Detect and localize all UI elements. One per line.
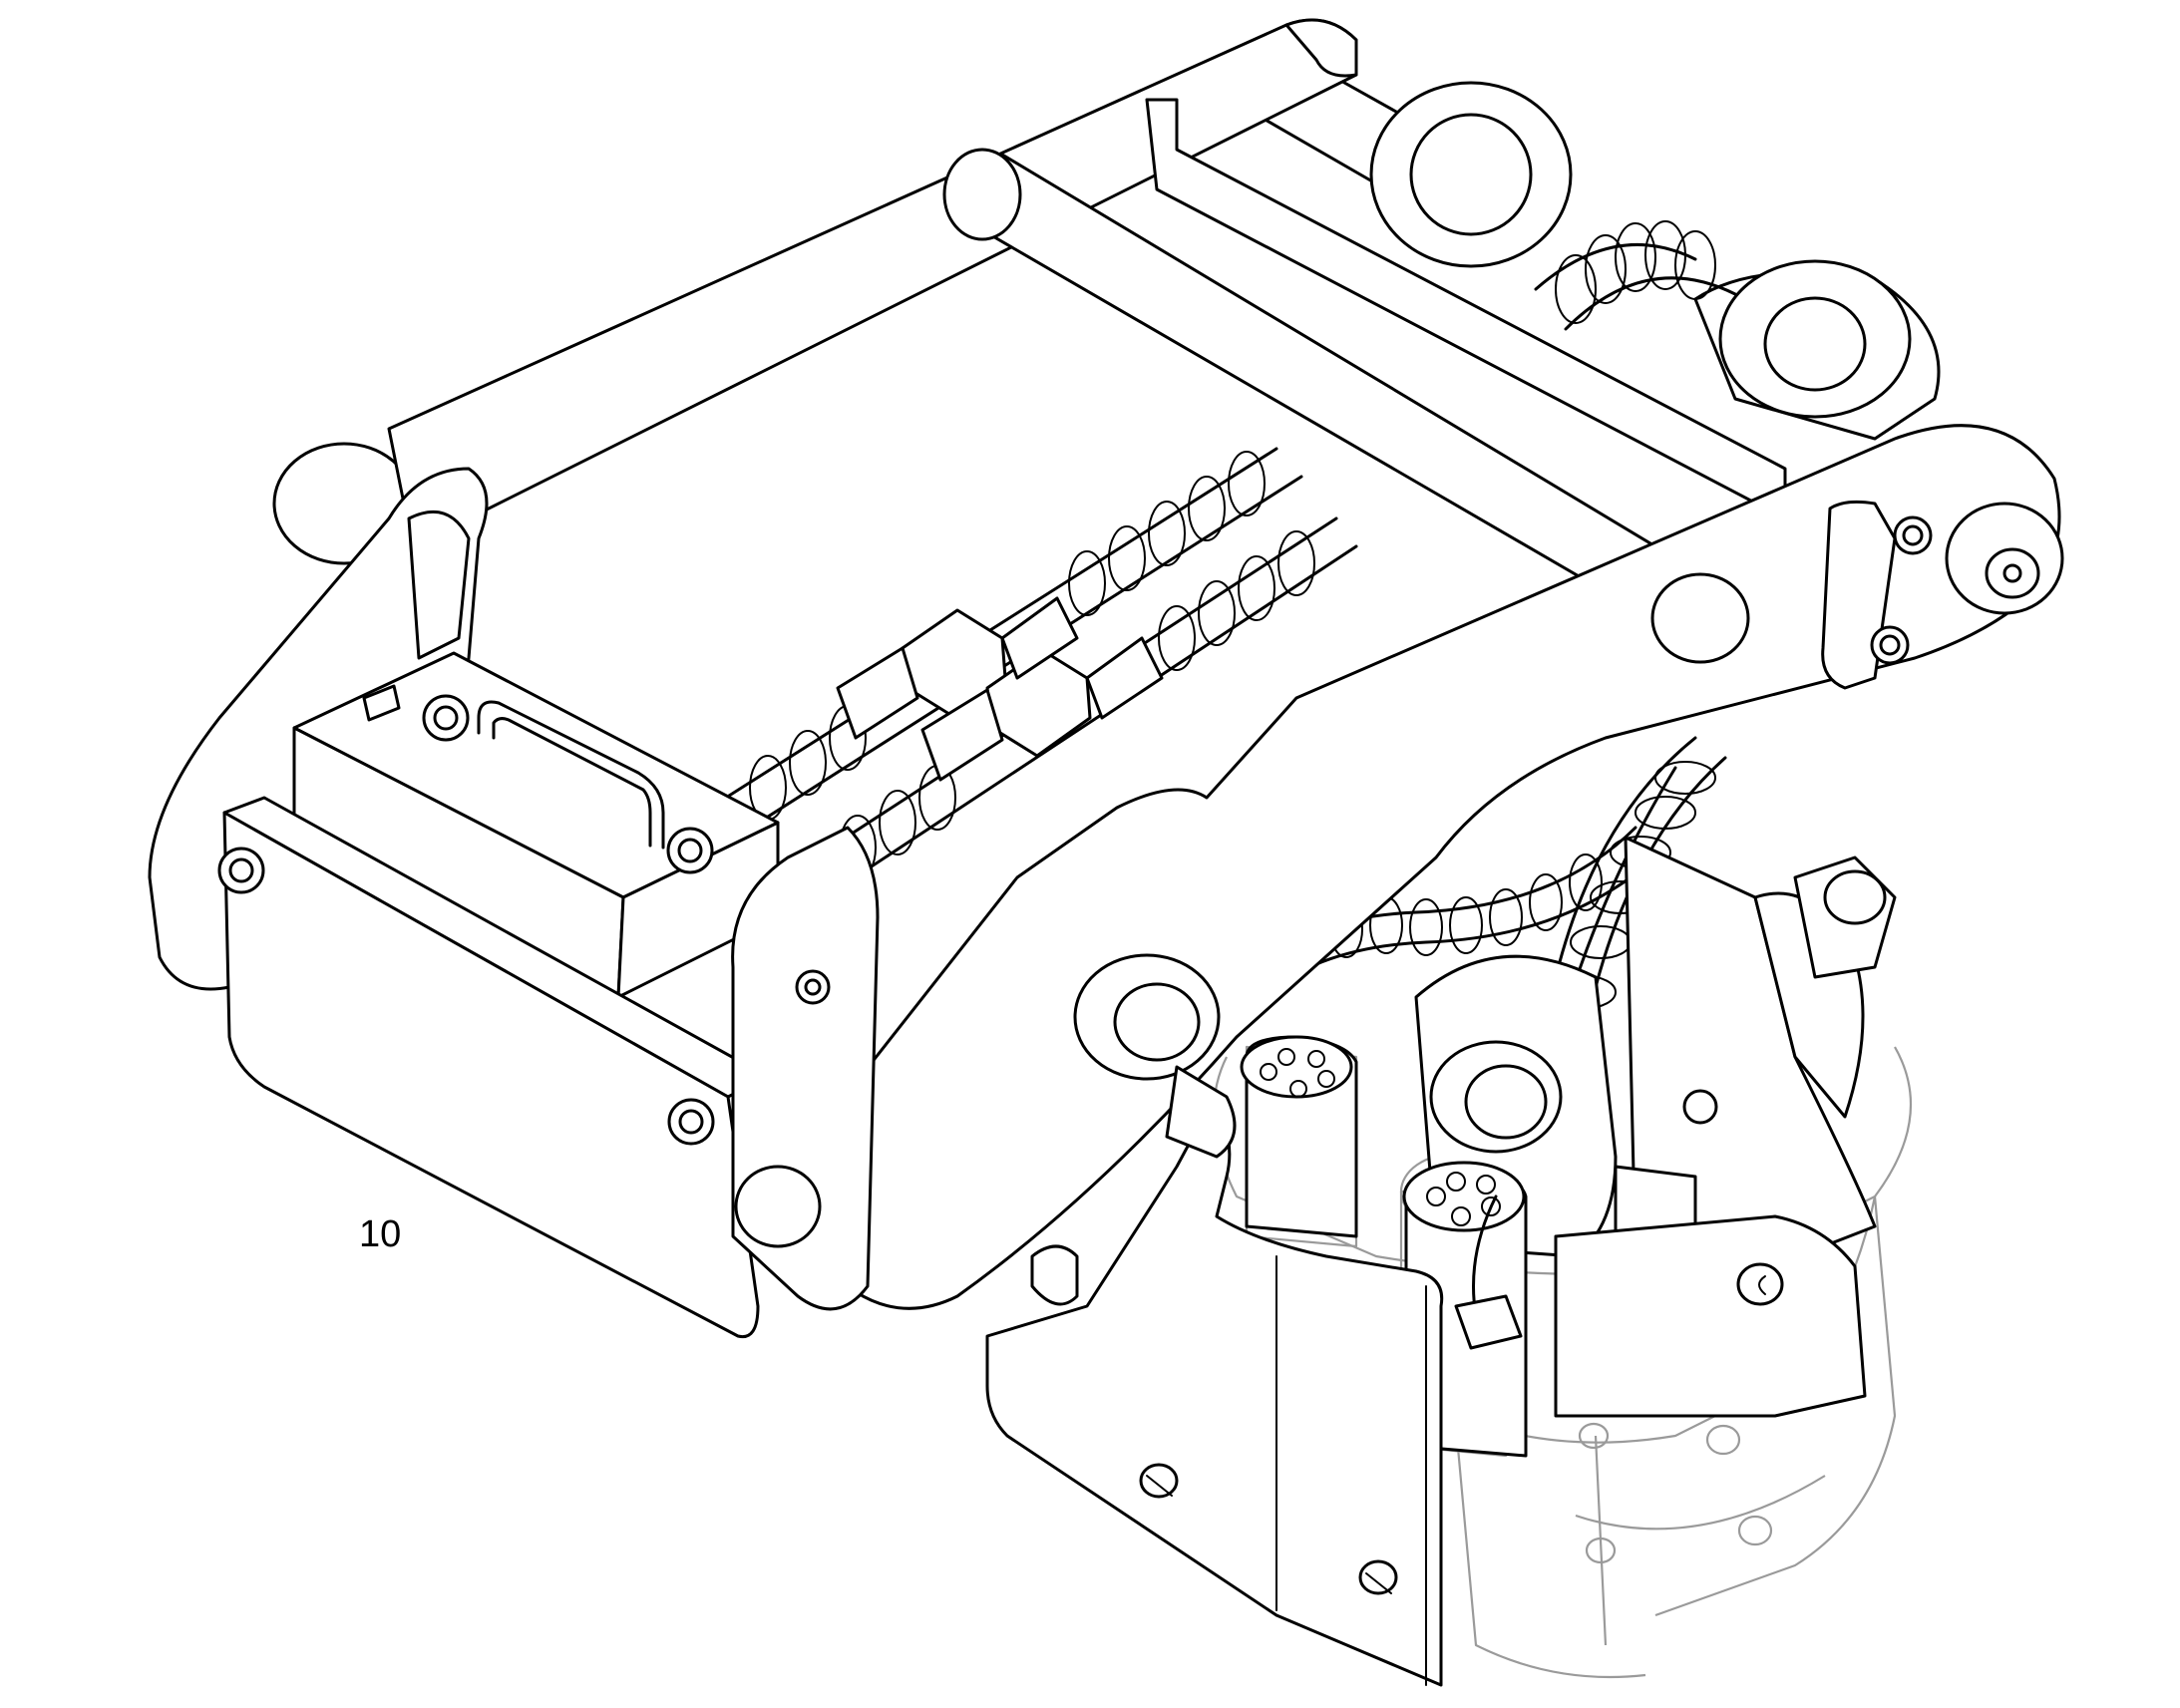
left-pin-bracket <box>217 651 780 1339</box>
frame-right-arm <box>731 424 2064 1311</box>
callout-number-10: 10 <box>359 1213 401 1255</box>
frame-top-crossbar <box>942 98 1787 640</box>
guard-plate <box>985 1100 1444 1687</box>
